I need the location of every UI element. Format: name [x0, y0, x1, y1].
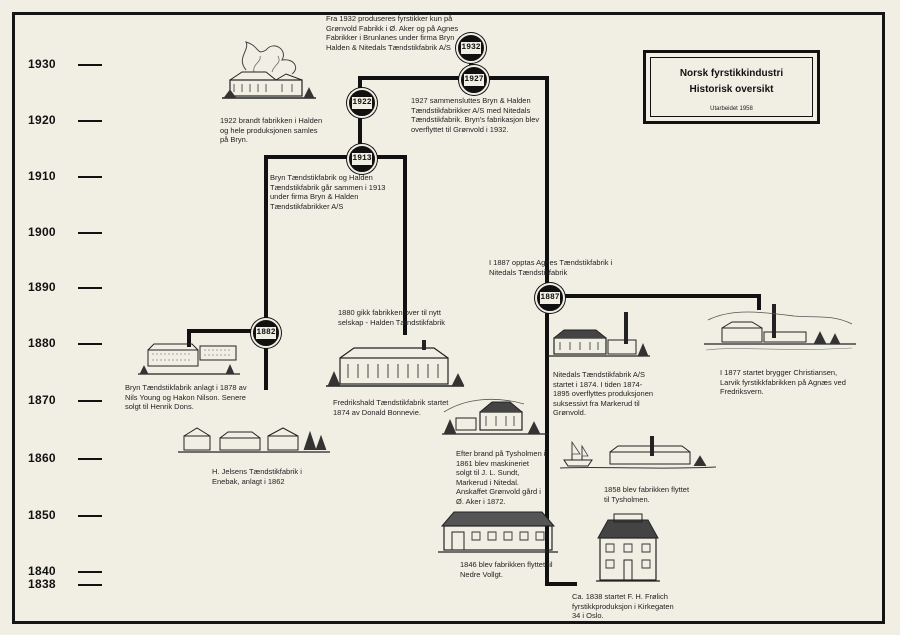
title-box: Norsk fyrstikkindustri Historisk oversik… [643, 50, 820, 124]
caption-1846: 1846 blev fabrikken flyttet til Nedre Vo… [460, 560, 553, 579]
bryn-factory-illustration [138, 343, 240, 375]
tick-1880 [78, 343, 102, 345]
caption-1913: Bryn Tændstikfabrik og Halden Tændstikfa… [270, 173, 386, 211]
year-1838: 1838 [28, 577, 56, 591]
agnes-factory-illustration [704, 304, 856, 351]
poster-frame [12, 12, 885, 624]
tick-1930 [78, 64, 102, 66]
line-halden-branch [403, 155, 407, 335]
node-1887: 1887 [535, 283, 565, 313]
caption-1887: I 1887 opptas Agnes Tændstikfabrik i Nit… [489, 258, 613, 277]
caption-1922: 1922 brandt fabrikken i Halden og hele p… [220, 116, 323, 144]
line-1882-horizontal [187, 329, 267, 333]
caption-fredrikshald: Fredrikshald Tændstikfabrik startet 1874… [333, 398, 449, 417]
year-1920: 1920 [28, 113, 56, 127]
caption-nitedal: Nitedals Tændstikfabrik A/S startet i 18… [553, 370, 654, 417]
title-line-1: Norsk fyrstikkindustri [679, 68, 784, 79]
title-line-2: Historisk oversikt [689, 84, 774, 95]
line-right-branch [545, 76, 549, 584]
year-1850: 1850 [28, 508, 56, 522]
tick-1850 [78, 515, 102, 517]
year-1930: 1930 [28, 57, 56, 71]
tick-1860 [78, 458, 102, 460]
caption-1927: 1927 sammensluttes Bryn & Halden Tændsti… [411, 96, 540, 134]
caption-bryn: Bryn Tændstikfabrik anlagt i 1878 av Nil… [125, 383, 247, 411]
tick-1920 [78, 120, 102, 122]
burning-factory-illustration [222, 41, 316, 99]
caption-1858: 1858 blev fabrikken flyttet til Tysholme… [604, 485, 690, 504]
caption-agnes: I 1877 startet brygger Christiansen, Lar… [720, 368, 846, 396]
nitedal-factory-illustration [548, 312, 650, 357]
year-1890: 1890 [28, 280, 56, 294]
node-1927: 1927 [459, 65, 489, 95]
caption-jelsen: H. Jelsens Tændstikfabrik i Enebak, anla… [212, 467, 302, 486]
jelsen-factory-illustration [178, 427, 330, 453]
caption-1932: Fra 1932 produseres fyrstikker kun på Gr… [326, 14, 459, 52]
caption-1880: 1880 gikk fabrikken over til nytt selska… [338, 308, 445, 327]
year-1900: 1900 [28, 225, 56, 239]
year-1870: 1870 [28, 393, 56, 407]
tick-1890 [78, 287, 102, 289]
line-1882-drop [187, 329, 191, 347]
tick-1910 [78, 176, 102, 178]
node-1922: 1922 [347, 88, 377, 118]
caption-1838: Ca. 1838 startet F. H. Frølich fyrstikkp… [572, 592, 674, 620]
caption-tysholmen: Efter brand på Tysholmen i 1861 blev mas… [456, 449, 546, 506]
line-agnes-drop [757, 294, 761, 310]
fredrikshald-factory-illustration [326, 340, 465, 387]
year-1840: 1840 [28, 564, 56, 578]
year-1910: 1910 [28, 169, 56, 183]
node-1882: 1882 [251, 318, 281, 348]
year-1860: 1860 [28, 451, 56, 465]
year-1880: 1880 [28, 336, 56, 350]
node-1913: 1913 [347, 144, 377, 174]
tick-1840 [78, 571, 102, 573]
tyslholmen-harbor-illustration [559, 436, 717, 469]
line-1913-horizontal [264, 155, 406, 159]
tick-1838 [78, 584, 102, 586]
tick-1900 [78, 232, 102, 234]
line-1887-horizontal [548, 294, 760, 298]
nedre-vollgt-house-illustration [438, 511, 558, 553]
tyslholmen-fire-illustration [442, 398, 548, 435]
node-1932: 1932 [456, 33, 486, 63]
line-bryn-branch [264, 155, 268, 390]
tick-1870 [78, 400, 102, 402]
line-bottom-connector [545, 582, 577, 586]
line-top-horizontal [358, 76, 548, 80]
kirkegaten-house-illustration [596, 513, 660, 582]
title-line-3: Utarbeidet 1958 [710, 106, 753, 112]
title-inner-frame: Norsk fyrstikkindustri Historisk oversik… [650, 57, 813, 117]
